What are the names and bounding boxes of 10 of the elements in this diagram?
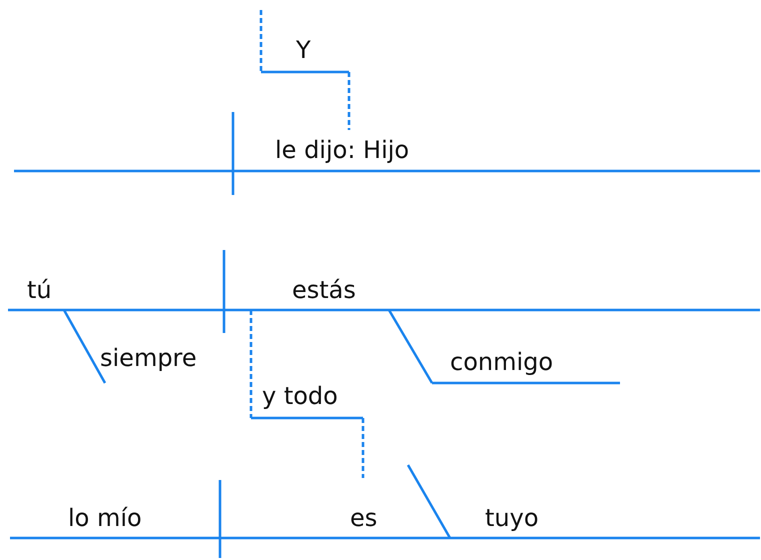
word-text: tuyo	[485, 504, 539, 532]
word-text: siempre	[100, 344, 197, 372]
word-text: Y	[296, 36, 311, 64]
word-text: le dijo: Hijo	[275, 136, 410, 164]
word-text: lo mío	[68, 504, 142, 532]
word-text: tú	[27, 276, 52, 304]
word-text: y todo	[262, 382, 338, 410]
word-text: estás	[292, 276, 356, 304]
word-text: es	[350, 504, 378, 532]
word-text: conmigo	[450, 348, 554, 376]
